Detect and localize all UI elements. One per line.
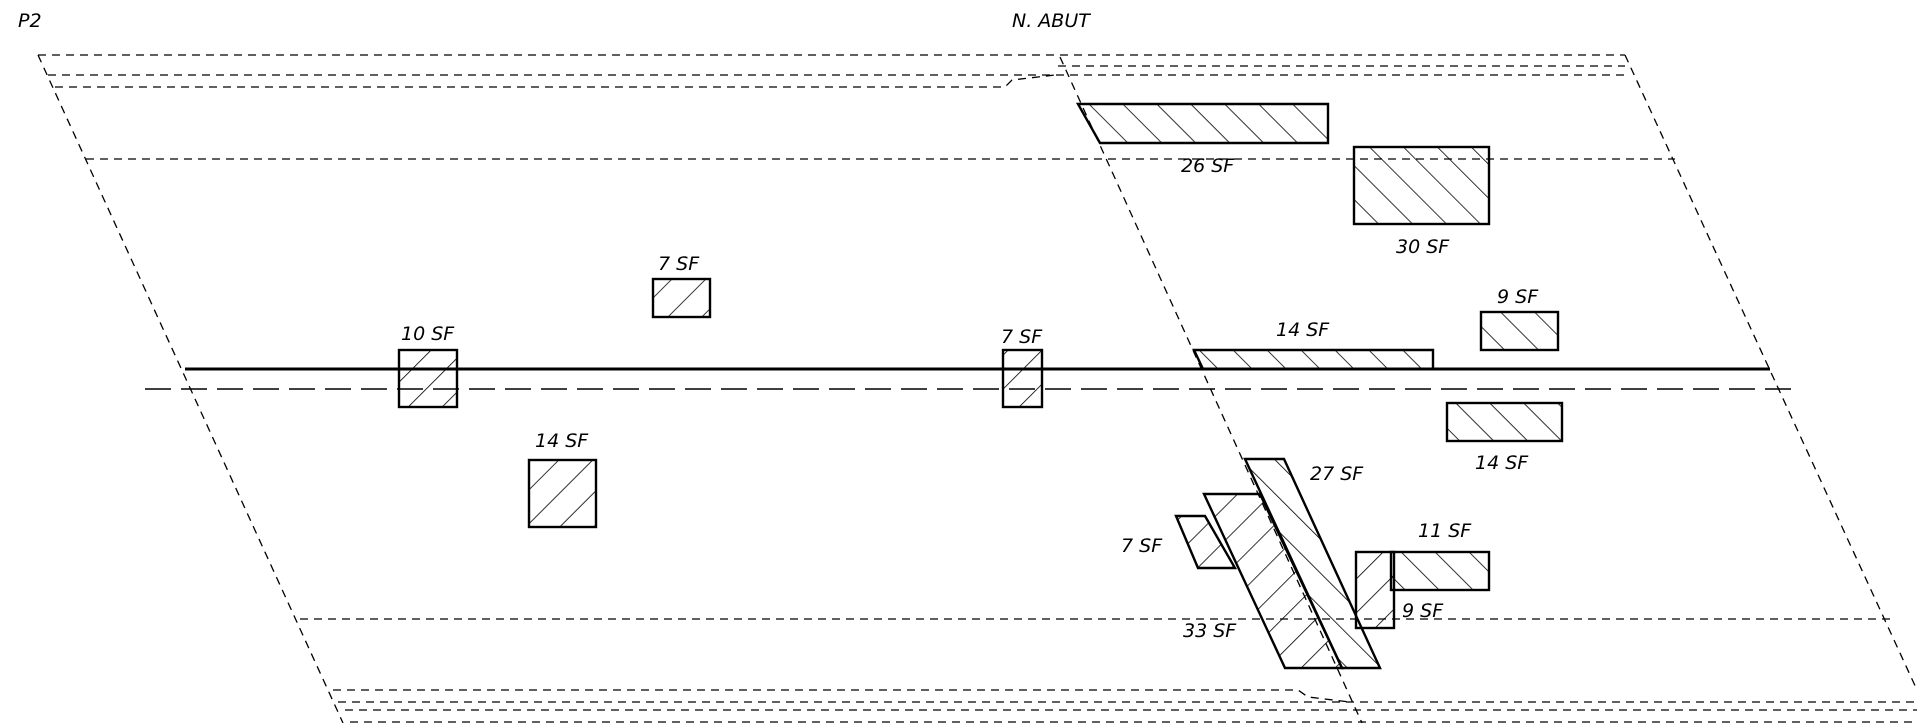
area-label: 7 SF	[1121, 535, 1163, 557]
area-label: 30 SF	[1396, 236, 1450, 258]
spall-area-a12	[1389, 550, 1491, 592]
abutment-label: N. ABUT	[1012, 10, 1091, 32]
spall-area-a7	[1479, 310, 1560, 352]
area-label: 26 SF	[1181, 155, 1235, 177]
spall-area-a4	[397, 348, 459, 409]
spall-area-a6	[1192, 348, 1435, 371]
bottom-line-2	[333, 689, 1351, 703]
area-label: 27 SF	[1310, 463, 1364, 485]
area-label: 33 SF	[1183, 620, 1237, 642]
top-line-3	[55, 74, 1056, 88]
spall-area-a14	[1202, 492, 1344, 670]
area-label: 11 SF	[1418, 520, 1472, 542]
area-label: 14 SF	[1276, 319, 1330, 341]
spall-area-a13	[1354, 550, 1396, 630]
area-label: 10 SF	[401, 323, 455, 345]
area-label: 7 SF	[658, 253, 700, 275]
spall-area-a2	[1352, 145, 1491, 226]
spall-area-a9	[527, 458, 598, 529]
spall-area-a5	[1001, 348, 1044, 409]
spall-area-a8	[1445, 401, 1564, 443]
area-label: 9 SF	[1497, 286, 1539, 308]
area-label: 14 SF	[535, 430, 589, 452]
pier-label: P2	[18, 10, 42, 32]
area-label: 9 SF	[1402, 600, 1444, 622]
spall-area-a1	[1075, 102, 1330, 145]
spall-area-a11	[1174, 514, 1238, 570]
area-label: 7 SF	[1001, 326, 1043, 348]
spall-areas: 26 SF 30 SF 7 SF 10 SF 7 SF 14 SF 9 SF 1…	[397, 102, 1564, 670]
spall-area-a3	[651, 277, 712, 319]
deck-edge-right	[1624, 54, 1917, 691]
area-label: 14 SF	[1475, 452, 1529, 474]
